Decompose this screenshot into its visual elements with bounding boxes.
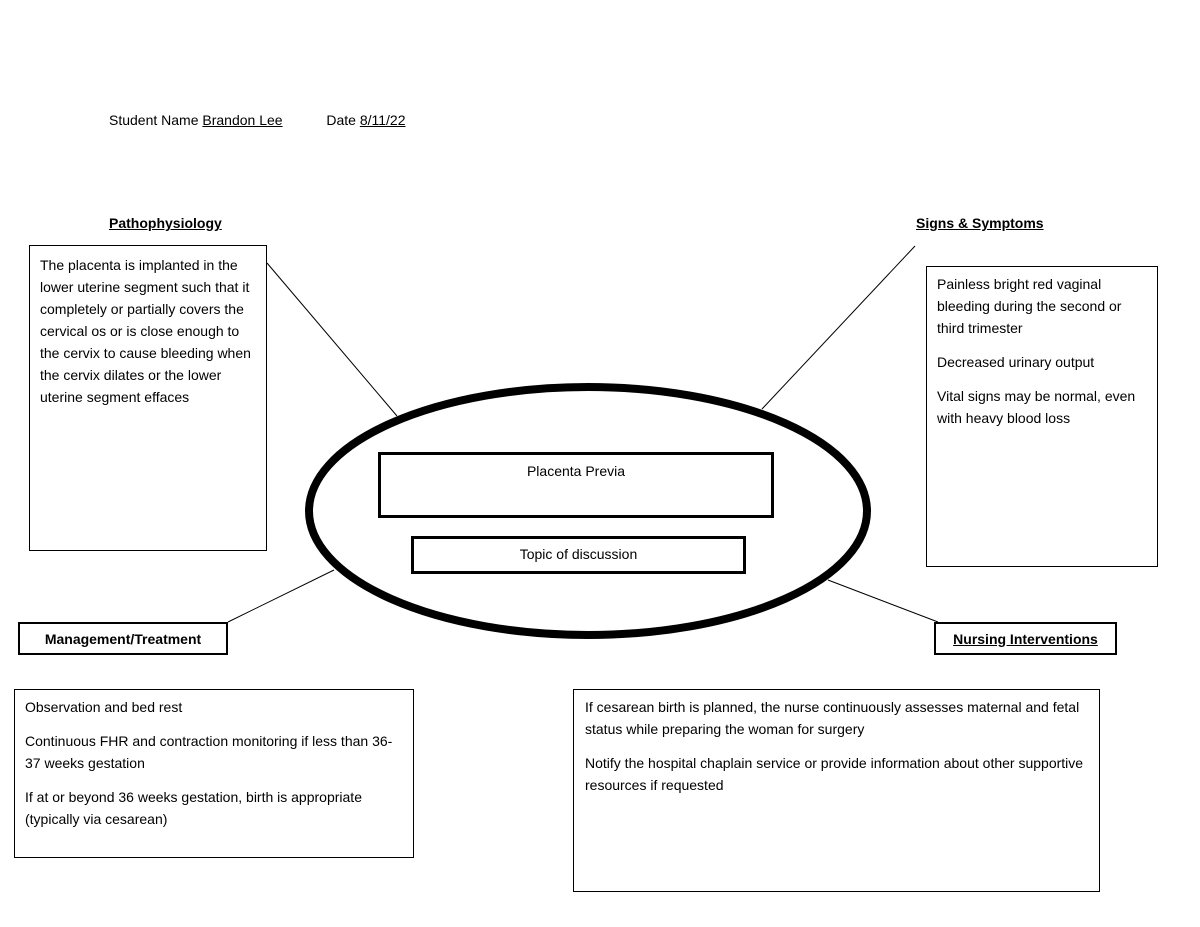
pathophysiology-heading: Pathophysiology: [109, 215, 222, 231]
nursing-item: If cesarean birth is planned, the nurse …: [585, 699, 1080, 737]
student-name: Brandon Lee: [202, 112, 283, 128]
nursing-box: If cesarean birth is planned, the nurse …: [573, 689, 1100, 892]
management-heading: Management/Treatment: [44, 630, 202, 647]
connector-pathophysiology: [266, 262, 398, 417]
connector-management: [227, 569, 335, 623]
nursing-heading-box: Nursing Interventions: [934, 622, 1117, 655]
management-item: Observation and bed rest: [25, 699, 183, 715]
topic-box: Placenta Previa: [378, 452, 774, 518]
pathophysiology-box: The placenta is implanted in the lower u…: [29, 245, 267, 551]
student-name-label: Student Name: [109, 112, 199, 128]
signs-item: Decreased urinary output: [937, 354, 1095, 370]
nursing-heading: Nursing Interventions: [953, 630, 1098, 647]
topic-title: Placenta Previa: [526, 463, 626, 479]
date-label: Date: [326, 112, 356, 128]
management-item: Continuous FHR and contraction monitorin…: [25, 733, 393, 771]
date-value: 8/11/22: [359, 112, 406, 128]
signs-item: Vital signs may be normal, even with hea…: [937, 388, 1136, 426]
signs-box: Painless bright red vaginal bleeding dur…: [926, 266, 1158, 567]
pathophysiology-text: The placenta is implanted in the lower u…: [40, 257, 251, 405]
management-box: Observation and bed rest Continuous FHR …: [14, 689, 414, 858]
connector-signs: [761, 245, 916, 410]
topic-label: Topic of discussion: [519, 546, 638, 562]
student-header: Student Name Brandon Lee Date 8/11/22: [109, 112, 406, 128]
management-heading-box: Management/Treatment: [18, 622, 228, 655]
nursing-item: Notify the hospital chaplain service or …: [585, 755, 1084, 793]
signs-item: Painless bright red vaginal bleeding dur…: [937, 276, 1122, 336]
management-item: If at or beyond 36 weeks gestation, birt…: [25, 789, 362, 827]
signs-heading: Signs & Symptoms: [916, 215, 1044, 231]
topic-label-box: Topic of discussion: [411, 536, 746, 574]
connector-nursing: [827, 579, 939, 623]
